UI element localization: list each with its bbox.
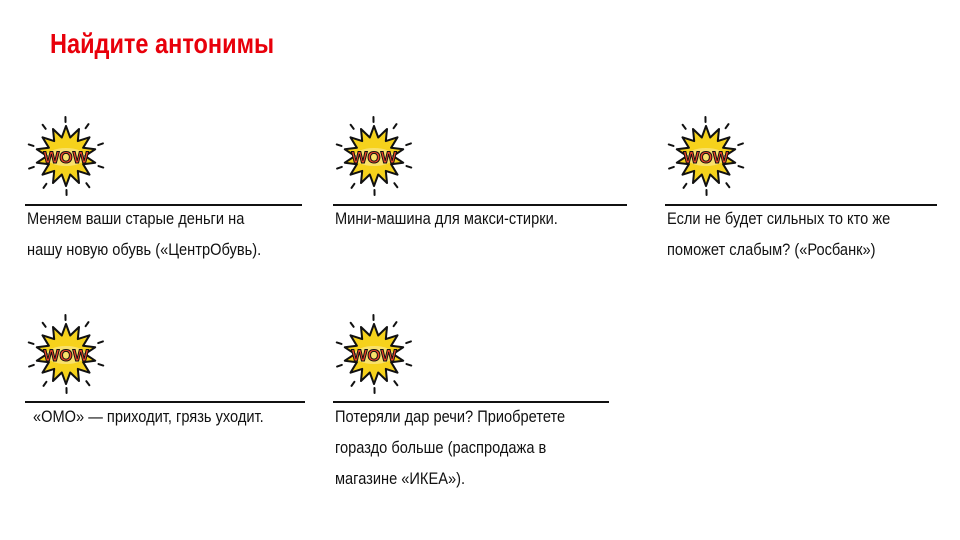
- wow-burst-icon: WOW: [333, 313, 415, 395]
- svg-text:WOW: WOW: [351, 148, 397, 167]
- divider: [25, 401, 305, 403]
- text-line: Меняем ваши старые деньги на: [27, 209, 245, 228]
- text-line: Если не будет сильных то кто же: [667, 209, 891, 228]
- text-line: нашу новую обувь («ЦентрОбувь).: [27, 240, 262, 259]
- wow-burst-icon: WOW: [25, 115, 107, 197]
- text-line: Мини-машина для макси-стирки.: [335, 209, 558, 228]
- text-line: Потеряли дар речи? Приобретете: [335, 407, 566, 426]
- svg-text:WOW: WOW: [683, 148, 729, 167]
- card-text: Если не будет сильных то кто же поможет …: [667, 203, 951, 265]
- text-line: магазине «ИКЕА»).: [335, 469, 466, 488]
- divider: [665, 204, 937, 206]
- svg-text:WOW: WOW: [43, 346, 89, 365]
- slide-title: Найдите антонимы: [50, 28, 275, 59]
- divider: [333, 401, 609, 403]
- text-line: поможет слабым? («Росбанк»): [667, 240, 876, 259]
- text-line: гораздо больше (распродажа в: [335, 438, 547, 457]
- card-text: Мини-машина для макси-стирки.: [335, 203, 627, 234]
- card-text: «ОМО» — приходит, грязь уходит.: [33, 401, 317, 432]
- card-text: Меняем ваши старые деньги на нашу новую …: [27, 203, 302, 265]
- divider: [25, 204, 302, 206]
- divider: [333, 204, 627, 206]
- svg-text:WOW: WOW: [43, 148, 89, 167]
- svg-text:WOW: WOW: [351, 346, 397, 365]
- wow-burst-icon: WOW: [665, 115, 747, 197]
- wow-burst-icon: WOW: [333, 115, 415, 197]
- wow-burst-icon: WOW: [25, 313, 107, 395]
- card-text: Потеряли дар речи? Приобретете гораздо б…: [335, 401, 619, 494]
- text-line: «ОМО» — приходит, грязь уходит.: [33, 407, 264, 426]
